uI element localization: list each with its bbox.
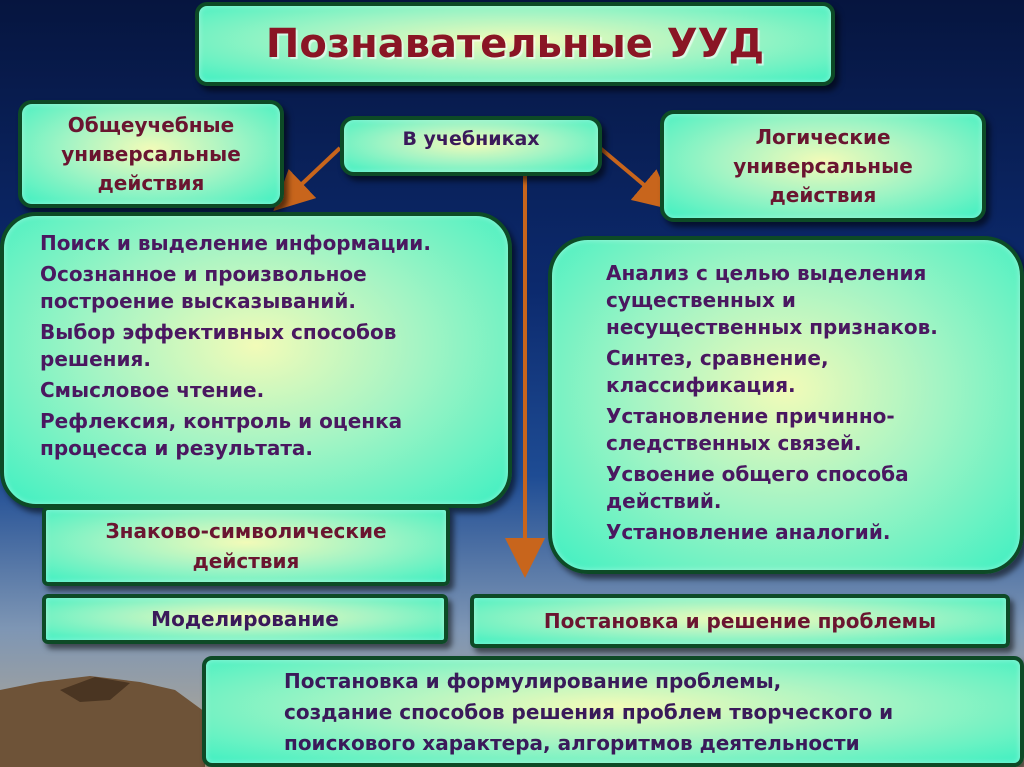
node-problem: Постановка и решение проблемы	[470, 594, 1010, 648]
node-logical-line: Логические	[755, 124, 891, 149]
logical-item: Установление аналогий.	[606, 520, 891, 544]
node-symbolic-line: Знаково-символические	[105, 519, 387, 543]
node-problem-text: Постановка и решение проблемы	[543, 609, 937, 633]
logical-item: Усвоение общего способа действий.	[606, 462, 909, 513]
logical-item: Синтез, сравнение, классификация.	[606, 346, 829, 397]
page-title-text: Познавательные УУД	[265, 21, 765, 67]
node-problem-detail: Постановка и формулирование проблемы, со…	[202, 656, 1024, 767]
node-logical-actions: Логические универсальные действия	[660, 110, 986, 222]
node-logical-line: действия	[769, 182, 877, 207]
general-actions-list: Поиск и выделение информации. Осознанное…	[0, 212, 512, 508]
node-general-line: Общеучебные	[67, 112, 235, 137]
node-logical-line: универсальные	[733, 153, 913, 178]
general-item: Смысловое чтение.	[40, 378, 265, 402]
arrow-to-logical	[598, 146, 675, 211]
problem-detail-line: создание способов решения проблем творче…	[284, 700, 894, 724]
node-general-line: универсальные	[61, 141, 241, 166]
node-symbolic-line: действия	[192, 549, 300, 573]
logical-actions-list: Анализ с целью выделения существенных и …	[548, 236, 1024, 574]
general-item: Поиск и выделение информации.	[40, 231, 431, 255]
arrow-to-general	[273, 146, 342, 211]
node-modeling: Моделирование	[42, 594, 448, 644]
general-item: Осознанное и произвольное построение выс…	[40, 262, 367, 313]
node-modeling-text: Моделирование	[151, 607, 339, 631]
logical-item: Анализ с целью выделения существенных и …	[606, 261, 938, 339]
node-general-actions: Общеучебные универсальные действия	[18, 100, 284, 208]
general-item: Выбор эффективных способов решения.	[40, 320, 397, 371]
problem-detail-line: поискового характера, алгоритмов деятель…	[284, 731, 860, 755]
node-textbooks-text: В учебниках	[402, 128, 540, 150]
node-symbolic-actions: Знаково-символические действия	[42, 506, 450, 586]
logical-item: Установление причинно- следственных связ…	[606, 404, 895, 455]
page-title: Познавательные УУД	[195, 2, 835, 86]
general-item: Рефлексия, контроль и оценка процесса и …	[40, 409, 403, 460]
node-textbooks: В учебниках	[340, 116, 602, 176]
problem-detail-line: Постановка и формулирование проблемы,	[284, 669, 782, 693]
node-general-line: действия	[97, 170, 205, 195]
